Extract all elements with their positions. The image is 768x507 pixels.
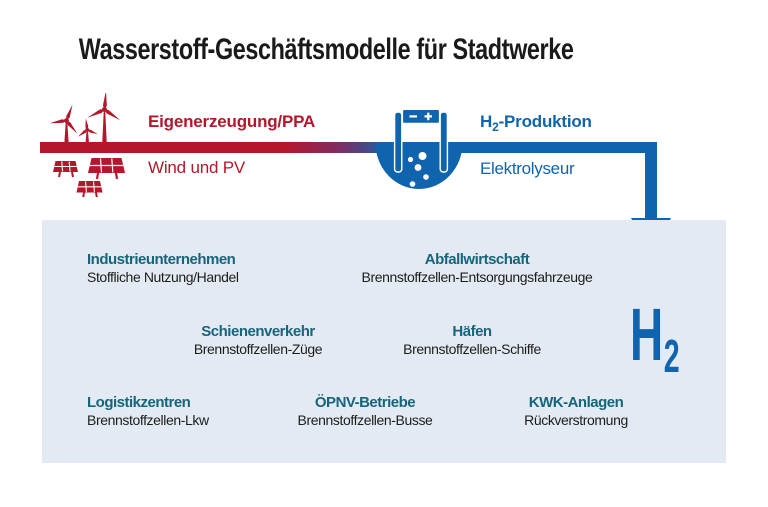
generation-sublabel: Wind und PV — [148, 158, 246, 177]
use-case-rail: Schienenverkehr Brennstoffzellen-Züge — [58, 322, 458, 358]
electrolyzer-icon — [375, 109, 463, 190]
use-case-ports: Häfen Brennstoffzellen-Schiffe — [272, 322, 672, 358]
use-case-title: Industrieunternehmen — [87, 251, 236, 268]
production-sublabel: Elektrolyseur — [480, 159, 575, 178]
solar-panel-icon — [53, 158, 125, 198]
use-case-waste: Abfallwirtschaft Brennstoffzellen-Entsor… — [277, 250, 677, 286]
use-case-industry: Industrieunternehmen Stoffliche Nutzung/… — [87, 250, 239, 286]
use-case-subtitle: Brennstoffzellen-Entsorgungsfahrzeuge — [361, 269, 593, 285]
use-case-subtitle: Brennstoffzellen-Züge — [193, 341, 323, 357]
use-case-panel — [42, 220, 726, 463]
battery-icon — [402, 109, 440, 124]
use-case-title: ÖPNV-Betriebe — [314, 394, 416, 411]
use-case-subtitle: Stoffliche Nutzung/Handel — [87, 269, 239, 285]
production-label: H2-Produktion — [480, 112, 592, 134]
use-case-title: Abfallwirtschaft — [424, 251, 530, 268]
use-case-logistics: Logistikzentren Brennstoffzellen-Lkw — [87, 393, 209, 429]
use-case-title: Häfen — [452, 323, 492, 340]
use-case-subtitle: Brennstoffzellen-Schiffe — [403, 341, 541, 357]
flow-arrow-arm — [645, 142, 657, 219]
page-title-text: Wasserstoff-Geschäftsmodelle für Stadtwe… — [78, 33, 574, 66]
flow-bar — [40, 142, 657, 153]
use-case-title: Logistikzentren — [87, 394, 191, 411]
use-case-title: Schienenverkehr — [201, 323, 315, 340]
wind-turbines-solar-panels-icon — [49, 93, 125, 198]
use-case-public-transport: ÖPNV-Betriebe Brennstoffzellen-Busse — [165, 393, 565, 429]
h2-badge: H2 — [630, 293, 680, 383]
generation-label: Eigenerzeugung/PPA — [148, 112, 316, 131]
use-case-subtitle: Rückverstromung — [524, 412, 628, 428]
use-case-chp: KWK-Anlagen Rückverstromung — [376, 393, 768, 429]
bubbles-icon — [407, 152, 429, 187]
page-title: Wasserstoff-Geschäftsmodelle für Stadtwe… — [0, 33, 652, 67]
use-case-subtitle: Brennstoffzellen-Busse — [297, 412, 433, 428]
use-case-subtitle: Brennstoffzellen-Lkw — [87, 412, 209, 428]
electrode-icons — [393, 111, 449, 173]
use-case-title: KWK-Anlagen — [528, 394, 624, 411]
